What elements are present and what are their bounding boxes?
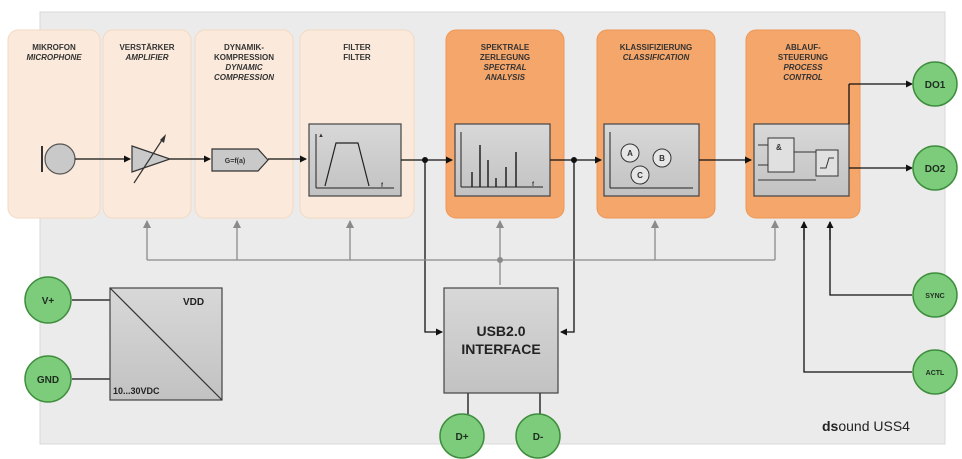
usb-connections [72, 160, 912, 418]
parameter-bus [143, 220, 779, 285]
label-compression: COMPRESSION [214, 73, 274, 82]
pin-actl-label: ACTL [926, 370, 945, 377]
label-amplifier: AMPLIFIER [124, 53, 168, 62]
pin-dminus: D- [515, 413, 561, 459]
signal-path [75, 80, 913, 172]
compression-formula: G=f(a) [225, 158, 245, 165]
brand-model: USS4 [873, 418, 910, 434]
label-zerlegung: ZERLEGUNG [480, 53, 530, 62]
svg-text:f: f [532, 182, 535, 188]
label-ablauf: ABLAUF- [785, 43, 821, 52]
stage-amplifier [102, 29, 192, 219]
stage-microphone [7, 29, 101, 219]
and-gate-symbol: & [776, 143, 782, 152]
label-classification: CLASSIFICATION [623, 53, 690, 62]
brand-rest: ound [838, 418, 869, 434]
vdd-label: VDD [183, 297, 204, 308]
voltage-range-label: 10...30VDC [113, 386, 160, 396]
class-c-label: C [637, 171, 643, 180]
label-control: CONTROL [783, 73, 823, 82]
pin-dplus-label: D+ [455, 432, 468, 443]
pin-gnd-label: GND [37, 375, 59, 386]
label-analysis: ANALYSIS [484, 73, 526, 82]
label-dynamic: DYNAMIC [225, 63, 263, 72]
pin-dplus: D+ [439, 413, 485, 459]
svg-text:▲: ▲ [318, 133, 324, 139]
label-filter-en: FILTER [343, 53, 371, 62]
bus-junction-dot [497, 257, 503, 263]
pin-gnd: GND [24, 355, 72, 403]
usb-interface-label: INTERFACE [461, 341, 540, 357]
label-kompression: KOMPRESSION [214, 53, 274, 62]
pin-do2-label: DO2 [925, 164, 946, 175]
svg-text:f: f [381, 183, 384, 189]
class-a-label: A [627, 149, 633, 158]
brand-bold: ds [822, 418, 839, 434]
usb-label: USB2.0 [476, 323, 525, 339]
pin-do1-label: DO1 [925, 80, 946, 91]
label-filter-de: FILTER [343, 43, 371, 52]
label-mikrofon: MIKROFON [32, 43, 76, 52]
pin-sync-label: SYNC [925, 293, 944, 300]
pin-do1: DO1 [912, 61, 958, 107]
pin-vplus-label: V+ [42, 296, 55, 307]
class-b-label: B [659, 154, 665, 163]
classification-graph-icon: A B C [603, 123, 700, 197]
label-process: PROCESS [783, 63, 823, 72]
brand-label: dsound USS4 [822, 418, 910, 434]
label-microphone: MICROPHONE [26, 53, 82, 62]
label-steuerung: STEUERUNG [778, 53, 828, 62]
label-spectral: SPECTRAL [483, 63, 526, 72]
pin-do2: DO2 [912, 145, 958, 191]
filter-graph-icon: f ▲ [308, 123, 402, 197]
power-supply-block [109, 287, 223, 401]
pin-dminus-label: D- [533, 432, 544, 443]
pin-sync: SYNC [912, 272, 958, 318]
spectrum-graph-icon: f [454, 123, 551, 197]
label-klassifizierung: KLASSIFIZIERUNG [620, 43, 692, 52]
label-spektrale: SPEKTRALE [481, 43, 530, 52]
logic-control-icon: & [753, 123, 850, 197]
label-verstaerker: VERSTÄRKER [119, 43, 174, 52]
pin-vplus: V+ [24, 276, 72, 324]
usb-interface-block [443, 287, 559, 394]
label-dynamik: DYNAMIK- [224, 43, 264, 52]
pin-actl: ACTL [912, 349, 958, 395]
amplifier-icon [131, 134, 172, 184]
compression-icon: G=f(a) [211, 148, 269, 172]
